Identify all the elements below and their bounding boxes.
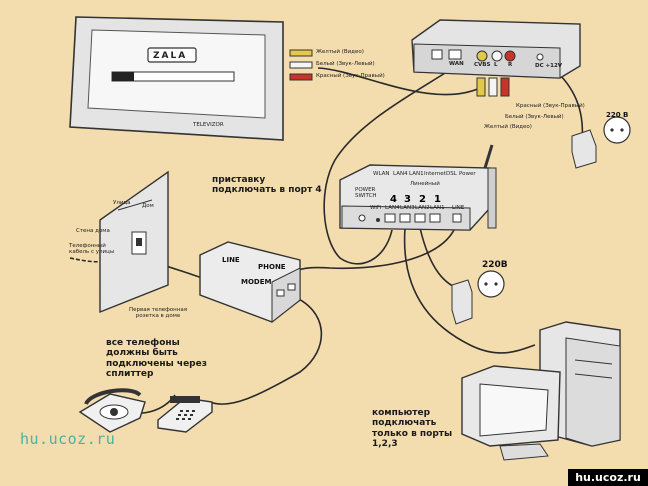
wall-house-label: Дом: [142, 203, 154, 209]
button-phone: [157, 396, 213, 433]
splitter-phone-label: PHONE: [258, 263, 286, 271]
settop-to-router-cable: [323, 65, 457, 265]
outlet-mid: [477, 270, 505, 298]
router-led-sub-label: Линейный: [410, 181, 440, 187]
router-rear-port-lan4: LAN4: [385, 205, 400, 211]
tv-to-settop-av-cable: [317, 67, 481, 96]
splitter-modem-label: MODEM: [241, 278, 272, 286]
router-to-computer-cable: [403, 227, 536, 354]
corner-badge: hu.ucoz.ru: [568, 469, 648, 486]
tv-brand-label: ZALA: [153, 51, 188, 61]
router: [339, 144, 497, 231]
splitter-to-phone-cable: [209, 294, 323, 405]
router-rear-port-line: LINE: [452, 205, 465, 211]
settop-port-note: приставку подключать в порт 4: [212, 175, 322, 196]
splitter-line-label: LINE: [222, 256, 240, 264]
wall-street-label: Улица: [113, 200, 131, 206]
av-plugs: [289, 49, 313, 81]
settop-port-l: L: [494, 62, 498, 68]
settop-port-r: R: [508, 62, 513, 68]
wall: [99, 170, 169, 314]
settop-cable-white-label: Белый (Звук-Левый): [505, 114, 564, 120]
wall-label: Стена дома: [76, 228, 110, 234]
wall-cable-label: Телефонный кабель с улицы: [69, 243, 115, 256]
settop-cable-yellow-label: Желтый (Видео): [484, 124, 532, 130]
router-led-lan4: LAN4: [393, 171, 408, 177]
router-port-number-1: 1: [434, 194, 441, 205]
router-port-number-2: 2: [419, 194, 426, 205]
phones-splitter-note: все телефоны должны быть подключены чере…: [106, 338, 207, 380]
av-yellow-label: Желтый (Видео): [316, 49, 364, 55]
tv: [69, 16, 284, 141]
router-rear-port-lan3: LAN3: [400, 205, 415, 211]
router-power-switch-label: POWER SWITCH: [355, 187, 377, 200]
router-rear-port-lan2: LAN2: [415, 205, 430, 211]
router-port-number-3: 3: [404, 194, 411, 205]
rotary-phone: [78, 388, 146, 433]
router-led-wlan: WLAN: [373, 171, 390, 177]
router-led-internet: Internet: [424, 171, 446, 177]
outlet-mid-voltage: 220В: [482, 260, 508, 270]
router-rear-port-wifi: WiFi: [370, 205, 382, 211]
settop-port-dc: DC +12V: [535, 63, 563, 69]
av-red-label: Красный (Звук-Правый): [316, 73, 385, 79]
splitter: [199, 241, 301, 324]
router-led-lan1: LAN1: [409, 171, 424, 177]
router-rear-port-lan1: LAN1: [430, 205, 445, 211]
watermark: hu.ucoz.ru: [20, 430, 116, 448]
tv-model-label: TELEVIZOR: [193, 122, 224, 128]
computer: [461, 321, 621, 461]
router-power-cable: [419, 227, 463, 291]
settop-box: [411, 19, 581, 97]
computer-ports-note: компьютер подключать только в порты 1,2,…: [372, 408, 453, 450]
settop-cable-red-label: Красный (Звук-Правый): [516, 103, 585, 109]
router-power-adapter: [451, 279, 473, 325]
router-led-dsl: DSL: [446, 171, 457, 177]
outlet-top: [603, 116, 631, 144]
settop-port-cvbs: CVBS: [474, 62, 491, 68]
settop-port-wan: WAN: [449, 61, 464, 67]
router-port-number-4: 4: [390, 194, 397, 205]
outlet-top-voltage: 220 В: [606, 111, 629, 119]
pc-monitor: [461, 365, 561, 461]
pc-tower: [539, 321, 621, 447]
settop-power-adapter: [571, 129, 597, 169]
av-white-label: Белый (Звук-Левый): [316, 61, 375, 67]
router-led-power: Power: [459, 171, 476, 177]
wall-socket-label: Первая телефонная розетка в доме: [122, 307, 194, 320]
